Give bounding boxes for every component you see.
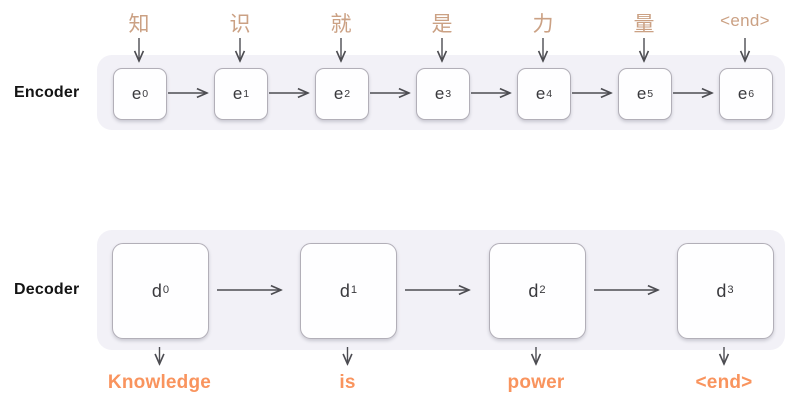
- encoder-input-token-2: 就: [330, 13, 352, 36]
- decoder-output-token-end: <end>: [695, 372, 753, 393]
- encoder-input-token-end: <end>: [720, 11, 770, 30]
- cell-index: 3: [727, 284, 734, 297]
- cell-label: e: [131, 84, 142, 103]
- encoder-label: Encoder: [14, 84, 80, 101]
- decoder-output-token-0: Knowledge: [107, 372, 212, 393]
- encoder-input-token-0: 知: [128, 13, 150, 36]
- cell-label: e: [232, 84, 243, 103]
- cell-label: e: [737, 84, 748, 103]
- cell-label: d: [528, 280, 539, 301]
- cell-label: e: [434, 84, 445, 103]
- encoder-input-token-3: 是: [431, 13, 453, 36]
- cell-label: e: [535, 84, 546, 103]
- cell-index: 5: [647, 87, 654, 100]
- cell-label: d: [339, 280, 350, 301]
- cell-index: 3: [445, 87, 452, 100]
- cell-index: 2: [539, 284, 546, 297]
- decoder-label: Decoder: [14, 281, 80, 298]
- encoder-input-token-1: 识: [229, 13, 251, 36]
- cell-label: d: [151, 280, 162, 301]
- cell-index: 1: [243, 87, 250, 100]
- cell-label: e: [333, 84, 344, 103]
- decoder-output-token-1: is: [339, 372, 356, 393]
- cell-index: 0: [162, 284, 170, 297]
- cell-index: 6: [748, 87, 755, 100]
- cell-label: e: [636, 84, 647, 103]
- encoder-input-token-5: 量: [633, 13, 655, 36]
- cell-index: 1: [350, 284, 358, 297]
- decoder-output-token-2: power: [507, 372, 565, 393]
- cell-index: 2: [344, 87, 351, 100]
- cell-index: 0: [142, 87, 149, 100]
- encoder-input-token-4: 力: [532, 13, 554, 36]
- cell-index: 4: [546, 87, 553, 100]
- cell-label: d: [716, 280, 727, 301]
